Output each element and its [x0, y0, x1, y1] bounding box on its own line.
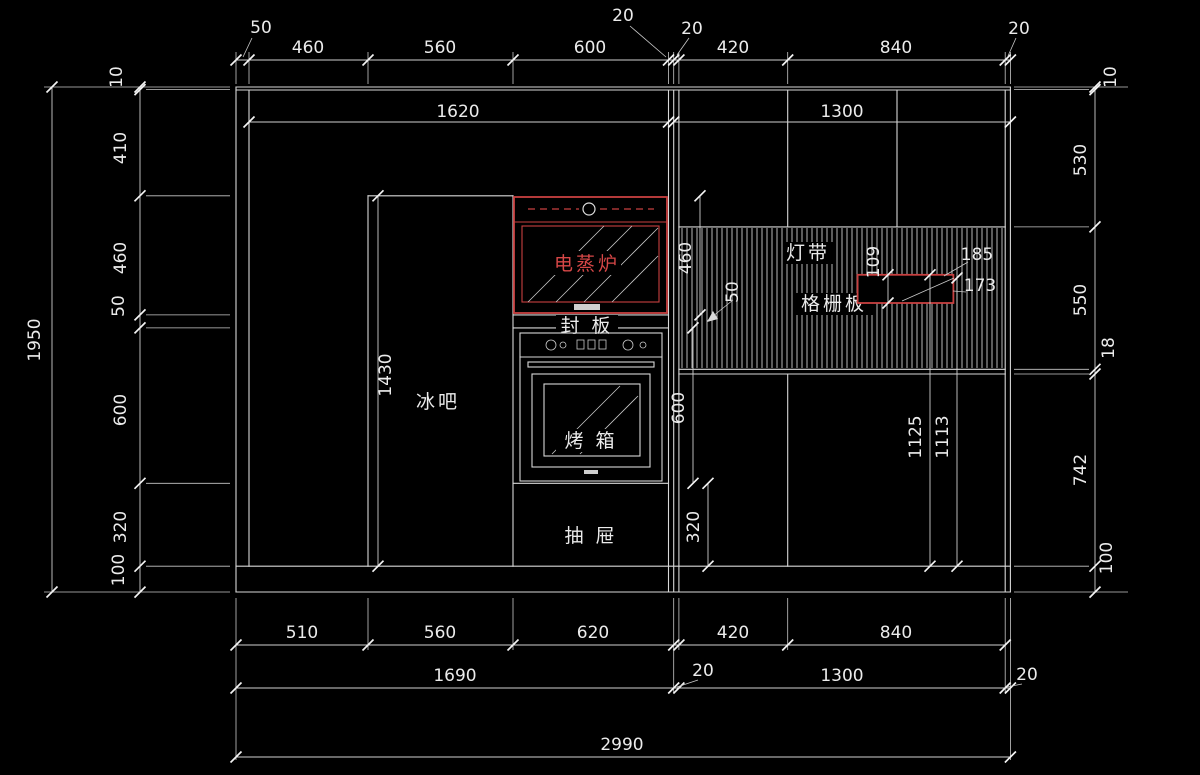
- dim-left-50: 50: [109, 295, 129, 317]
- steam-oven-dial-icon: [582, 202, 596, 216]
- right-extension-lines: [1014, 89, 1089, 567]
- dim-top-20-left: 20: [612, 6, 634, 26]
- oven-door: [531, 373, 651, 468]
- dim-bottom-510: 510: [286, 623, 318, 643]
- dimensions-top: 50 460 560 600 20 20 420 840 20 1620 130…: [229, 6, 1030, 129]
- dim-left-410: 410: [111, 132, 131, 164]
- bottom-extension-lines: [235, 598, 1011, 760]
- dimensions-right: 10 530 550 18 742 100: [1014, 66, 1128, 599]
- dim-top-420: 420: [717, 38, 749, 58]
- dim-top-20-right: 20: [1008, 19, 1030, 39]
- dim-left-320: 320: [111, 511, 131, 543]
- dim-left-460: 460: [111, 242, 131, 274]
- dim-drawer-320: 320: [684, 511, 704, 543]
- dim-oven-600: 600: [669, 392, 689, 424]
- dim-total-1300-top: 1300: [820, 102, 863, 122]
- dim-right-10: 10: [1101, 66, 1121, 88]
- dim-bottom-total-1690: 1690: [433, 666, 476, 686]
- red-highlight-box: [856, 273, 955, 304]
- dim-left-100: 100: [109, 554, 129, 586]
- steam-oven: 电蒸炉: [513, 196, 668, 314]
- dimensions-bottom: 510 560 620 420 840 1690 20 1300 20 2990: [229, 598, 1038, 764]
- dim-top-50: 50: [250, 18, 272, 38]
- left-extension-lines: [146, 89, 230, 567]
- dim-bottom-20-mid: 20: [692, 661, 714, 681]
- dimensions-left: 1950 10 410 460 50 600 320 100: [25, 66, 230, 599]
- label-light-strip: 灯带: [786, 242, 830, 264]
- dim-bottom-620: 620: [577, 623, 609, 643]
- dim-steam-oven-460: 460: [676, 242, 696, 274]
- dim-ice-bar-1430: 1430: [376, 353, 396, 396]
- dimensions-inner: 1430 460 50 600 320 109 1125 1113 185 17…: [371, 189, 996, 573]
- oven-handle: [527, 361, 655, 368]
- dim-bottom-20-end: 20: [1016, 665, 1038, 685]
- light-strip-label-mask: [783, 242, 835, 264]
- dim-bottom-total-1300: 1300: [820, 666, 863, 686]
- dim-top-840: 840: [880, 38, 912, 58]
- dim-right-18: 18: [1099, 337, 1119, 359]
- steam-oven-handle: [574, 304, 600, 310]
- leader-arrow-icon: [707, 311, 718, 322]
- label-grille-panel: 格栅板: [801, 293, 867, 315]
- dim-right-550: 550: [1071, 284, 1091, 316]
- dim-total-1620: 1620: [436, 102, 479, 122]
- oven: 烤 箱: [519, 332, 663, 482]
- dim-top-560: 560: [424, 38, 456, 58]
- label-oven: 烤 箱: [564, 430, 617, 452]
- dim-left-10: 10: [107, 66, 127, 88]
- seal-panel: 封 板: [556, 315, 618, 337]
- dim-top-600: 600: [574, 38, 606, 58]
- dim-bottom-840: 840: [880, 623, 912, 643]
- dim-left-overall-1950: 1950: [25, 318, 45, 361]
- dim-top-460: 460: [292, 38, 324, 58]
- dim-box-173: 173: [964, 276, 996, 296]
- dim-bottom-420: 420: [717, 623, 749, 643]
- top-extension-lines: [235, 52, 1011, 84]
- dim-left-600: 600: [111, 394, 131, 426]
- dim-seal-panel-50: 50: [723, 281, 743, 303]
- grille-label-mask: [795, 293, 873, 315]
- dim-right-col-1113: 1113: [933, 415, 953, 458]
- ice-bar-cabinet: [367, 195, 514, 567]
- label-steam-oven: 电蒸炉: [554, 253, 620, 275]
- label-drawer: 抽 屉: [564, 525, 617, 547]
- dim-overall-width-2990: 2990: [600, 735, 643, 755]
- label-ice-bar: 冰吧: [416, 391, 460, 413]
- dim-right-100: 100: [1097, 542, 1117, 574]
- dim-top-20-mid: 20: [681, 19, 703, 39]
- dim-bottom-560: 560: [424, 623, 456, 643]
- dim-box-185: 185: [961, 245, 993, 265]
- dim-box-109: 109: [864, 246, 884, 278]
- label-seal-panel: 封 板: [560, 315, 613, 337]
- cabinet-outline: [235, 86, 1011, 593]
- dim-right-col-1125: 1125: [906, 415, 926, 458]
- grille-panel-hatch: 灯带 格栅板: [678, 226, 1006, 375]
- dim-right-742: 742: [1071, 454, 1091, 486]
- dim-right-530: 530: [1071, 144, 1091, 176]
- oven-window: [543, 383, 641, 457]
